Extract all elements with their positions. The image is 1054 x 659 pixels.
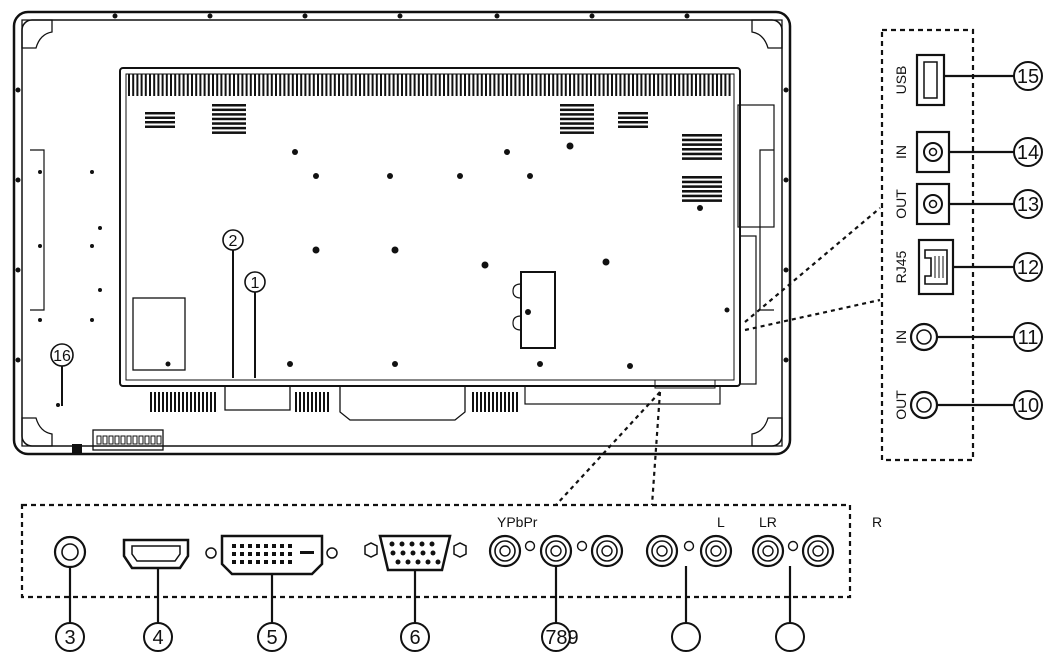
corner-bracket-bl [21,417,53,447]
callout-12: 12 [1013,252,1043,282]
r-label: R [872,514,882,530]
left-rail [30,149,45,311]
in-top-label: IN [893,145,909,159]
svg-text:16: 16 [53,348,71,365]
mount-block [520,271,556,349]
lr-label: LR [759,514,777,530]
corner-bracket-tr [751,19,783,49]
rear-housing [119,67,741,387]
ypbpr-label: YPbPr [497,514,538,530]
svg-text:5: 5 [266,627,277,649]
rj45-label: RJ45 [893,250,909,283]
svg-text:10: 10 [1017,395,1039,417]
monitor-inner-frame [21,19,783,447]
svg-text:13: 13 [1017,194,1039,216]
svg-text:14: 14 [1017,142,1039,164]
bottom-connector-panel: YPbPr L LR R [20,503,882,623]
callout-13: 13 [1013,189,1043,219]
callout-2: 2 [222,229,244,251]
svg-text:2: 2 [229,233,238,250]
power-button [72,444,82,454]
callout-10: 10 [1013,390,1043,420]
rs232-in-jack [909,322,939,352]
svg-text:4: 4 [152,627,163,649]
callout-789: 789 [541,622,579,652]
svg-text:1: 1 [251,275,260,292]
right-rail [759,149,774,311]
out-bottom-label: OUT [893,390,909,420]
vga-pins [389,541,441,565]
audio-in-jack [915,130,951,174]
lower-tab-left [224,386,291,411]
lower-port-strip [524,385,721,405]
audio-out-jack [915,182,951,226]
rca-jacks [488,534,835,568]
side-leaders [937,74,1014,407]
bottom-panel-border [20,503,852,599]
side-port-housing-top [737,104,775,228]
svg-text:12: 12 [1017,257,1039,279]
callout-15: 15 [1013,61,1043,91]
bezel-screws [15,13,789,363]
bottom-left-ports [96,435,162,445]
side-port-housing-bottom [739,235,757,385]
usb-port [915,53,946,107]
svg-text:15: 15 [1017,66,1039,88]
svg-text:6: 6 [409,627,420,649]
callout-16: 16 [50,343,74,367]
corner-bracket-br [751,417,783,447]
housing-vents [145,104,722,412]
usb-label: USB [893,66,909,95]
hdmi-port [122,538,190,570]
svg-text:789: 789 [545,627,578,649]
callout-6: 6 [400,622,430,652]
callout-l-empty [671,622,701,652]
in-bottom-label: IN [893,330,909,344]
side-connector-panel: USB IN OUT RJ45 IN OUT [880,28,1014,462]
monitor-back [12,10,792,456]
svg-text:11: 11 [1018,327,1039,349]
label-plate [132,297,186,371]
out-top-label: OUT [893,189,909,219]
callout-5: 5 [257,622,287,652]
bottom-leaders [68,566,792,623]
callout-3: 3 [55,622,85,652]
callout-14: 14 [1013,137,1043,167]
callout-r-empty [775,622,805,652]
rear-housing-inner [125,73,735,381]
bottom-left-port-strip [92,429,164,451]
svg-text:3: 3 [64,627,75,649]
side-panel-border [880,28,975,462]
callout-markers: 1 2 16 15 14 13 12 11 10 3 4 5 6 789 [50,61,1043,652]
dp-coax-port [53,535,87,569]
top-vent-slots [128,74,731,96]
dvi-pins [232,544,314,564]
callout-4: 4 [143,622,173,652]
lower-tab-center [339,386,466,421]
l-label: L [717,514,725,530]
housing-screws [38,142,730,407]
rj45-port [917,238,955,296]
dotted-leaders [555,207,881,506]
callout-1: 1 [244,271,266,293]
callout-11: 11 [1013,322,1043,352]
inner-leaders [61,250,256,406]
rs232-out-jack [909,390,939,420]
corner-bracket-tl [21,19,53,49]
